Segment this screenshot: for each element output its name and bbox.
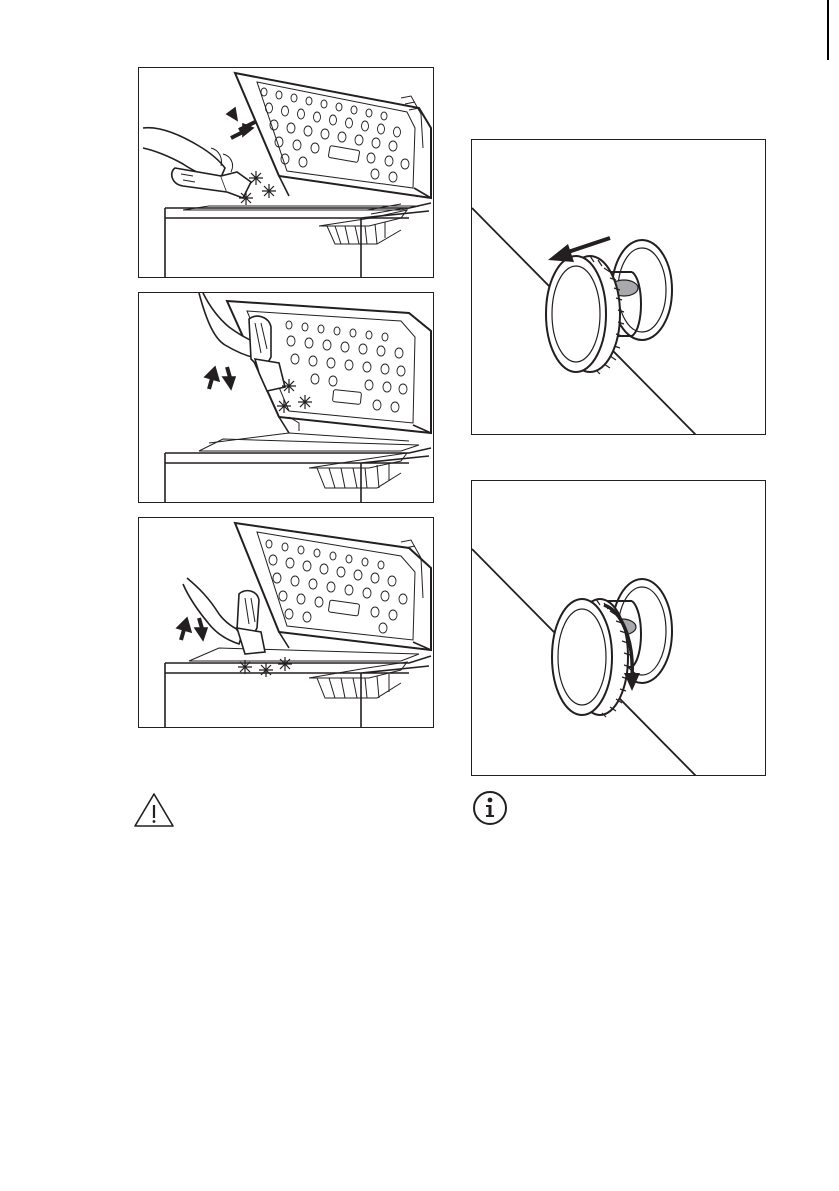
illustration-drain-plug-turn	[471, 480, 766, 776]
illustration-scrape-floor	[138, 517, 434, 728]
illustration-scrape-lid-1	[138, 67, 434, 278]
page-margin-rule	[827, 0, 829, 60]
illustration-drain-plug-pull	[471, 139, 766, 435]
illustration-scrape-lid-2	[138, 292, 434, 503]
info-icon	[472, 790, 508, 826]
warning-triangle-icon	[133, 792, 175, 828]
